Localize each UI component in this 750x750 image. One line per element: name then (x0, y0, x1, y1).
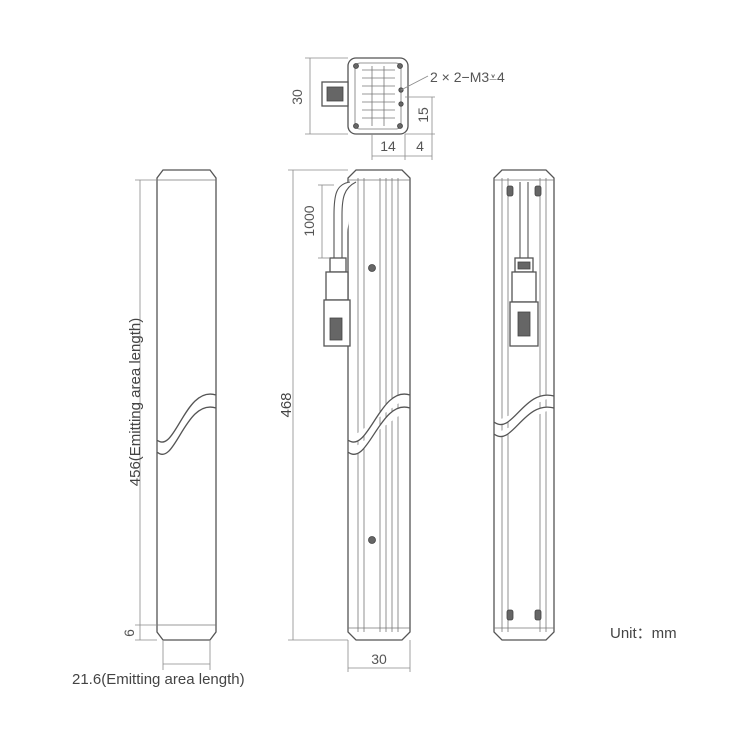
top-view-inner-face (354, 62, 402, 130)
back-view-fins (501, 178, 547, 632)
side-view-connector-socket (329, 317, 343, 341)
side-view: 1000 468 30 (278, 169, 411, 672)
screw-icon (368, 264, 376, 272)
mount-hole-icon (353, 63, 359, 69)
dim-total-length: 468 (278, 392, 295, 417)
back-view-cable-plug (511, 271, 537, 303)
mount-slot-icon (506, 185, 514, 197)
thread-hole-icon (398, 101, 404, 107)
back-view-cable (519, 182, 529, 258)
front-view-break (156, 393, 217, 443)
back-view-break (493, 394, 555, 426)
dim-thread-note: 2 × 2−M3⩡4 (430, 69, 505, 85)
dim-cable-length: 1000 (301, 205, 317, 236)
side-view-break (347, 393, 411, 443)
front-view-housing (156, 169, 217, 641)
top-view-connector (321, 81, 349, 107)
mount-slot-icon (534, 609, 542, 621)
unit-label: Unit：mm (610, 625, 677, 642)
side-view-break (347, 406, 411, 455)
top-view-fins (362, 69, 395, 119)
top-view: 30 2 × 2−M3⩡4 15 14 4 (289, 57, 505, 160)
side-view-housing (347, 169, 411, 641)
side-view-cable-boot (329, 257, 347, 273)
side-view-cable-plug (325, 271, 349, 301)
back-view (493, 169, 555, 641)
mount-slot-icon (506, 609, 514, 621)
dim-top-bottom-right: 4 (416, 138, 424, 154)
top-view-fin-dividers (371, 66, 385, 126)
back-view-connector-socket (517, 311, 531, 337)
back-view-housing (493, 169, 555, 641)
mount-hole-icon (353, 123, 359, 129)
dim-top-height: 30 (289, 89, 305, 105)
front-view: 456(Emitting area length) 6 21.6(Emittin… (72, 169, 245, 688)
top-view-housing (347, 57, 409, 135)
top-view-connector-socket (326, 86, 344, 102)
dim-end-gap: 6 (121, 629, 137, 637)
back-view-break (493, 406, 555, 438)
front-view-break (156, 406, 217, 455)
screw-icon (368, 536, 376, 544)
mount-hole-icon (397, 63, 403, 69)
dim-top-side: 15 (415, 107, 431, 123)
dim-emitting-length: 456(Emitting area length) (127, 318, 144, 486)
mount-hole-icon (397, 123, 403, 129)
dim-top-bottom-left: 14 (380, 138, 396, 154)
dim-side-width: 30 (371, 651, 387, 667)
mount-slot-icon (534, 185, 542, 197)
dim-emitting-width: 21.6(Emitting area length) (72, 671, 245, 688)
